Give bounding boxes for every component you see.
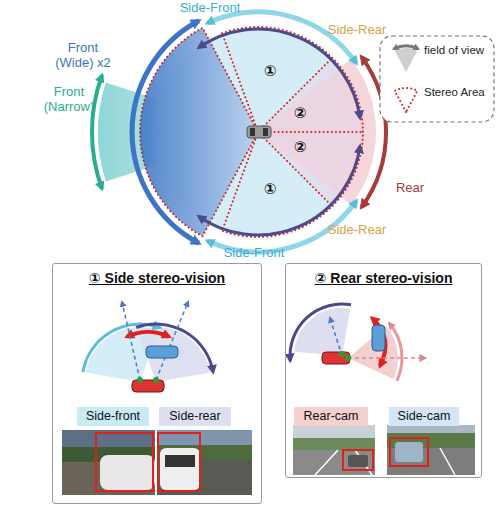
detection-box <box>390 438 428 466</box>
camera-dot <box>339 351 345 357</box>
camera-axis <box>348 357 425 359</box>
image-road <box>293 450 375 475</box>
camera-axis <box>156 302 188 380</box>
legend-label: field of view <box>424 44 484 56</box>
section-panel: ② Rear stereo-visionRear-cam Side-cam <box>285 263 482 478</box>
node-text: ② Rear stereo-vision <box>286 264 481 287</box>
fov-sample-arc <box>394 46 418 49</box>
node-text: Side-cam <box>389 407 459 426</box>
area-number: ② <box>291 106 309 121</box>
side-rear-fov-arc <box>199 29 360 118</box>
image-car <box>160 448 200 490</box>
camera-image <box>62 430 155 495</box>
camera-image <box>387 425 475 475</box>
rear-fov <box>348 326 398 379</box>
target-car <box>372 325 385 351</box>
detection-box <box>343 450 373 470</box>
ego-car <box>247 126 271 138</box>
side-stereo-outline <box>222 27 363 237</box>
detection-box <box>96 433 153 491</box>
side-front-fov-arc <box>207 12 356 63</box>
fov-label: Rear <box>390 180 430 195</box>
camera-tag: Side-cam <box>389 407 459 426</box>
section-panel: ① Side stereo-visionSide-front Side-rear <box>52 263 262 504</box>
detection-box <box>158 433 200 491</box>
car-window <box>250 128 255 136</box>
side-rear-fov-arc <box>199 146 360 235</box>
lane-line <box>315 450 372 475</box>
legend-label: Stereo Area <box>424 86 485 98</box>
legend-box <box>380 36 494 122</box>
area-number: ① <box>261 182 279 197</box>
camera-axis <box>330 318 342 356</box>
overlap-arc <box>127 332 169 337</box>
ego-car <box>322 352 350 364</box>
camera-axis <box>122 302 140 380</box>
rear-arc <box>389 323 402 381</box>
image-car <box>395 442 423 462</box>
fov-label: Side-Rear <box>322 22 392 37</box>
stereo-sample <box>395 88 418 112</box>
fov-label: Front (Wide) x2 <box>50 40 116 70</box>
image-car <box>348 455 368 467</box>
image-hills <box>293 438 375 450</box>
side-fov <box>294 308 350 356</box>
overlap-arc <box>372 318 385 366</box>
node-text: Side-rear <box>159 407 231 426</box>
lane-line <box>440 448 455 475</box>
node-text: Side-front <box>77 407 149 426</box>
area-number: ② <box>291 140 309 155</box>
fov-label: Side-Front <box>214 245 294 260</box>
narrow-fov-arc <box>92 75 102 189</box>
car-window <box>263 128 268 136</box>
target-car <box>146 346 178 358</box>
side-rear-fov <box>137 327 210 382</box>
node-text: Rear-cam <box>294 407 368 426</box>
camera-image <box>157 430 252 495</box>
camera-tag: Side-front <box>77 407 149 426</box>
fov-sample-cone <box>395 48 418 72</box>
stereo-divider <box>222 33 363 230</box>
area-number: ① <box>261 64 279 79</box>
camera-dot <box>153 377 159 383</box>
fov-label: Front (Narrow) <box>40 84 98 114</box>
camera-dot <box>345 355 351 361</box>
camera-tag: Side-rear <box>159 407 231 426</box>
side-arc <box>290 304 351 360</box>
camera-tag: Rear-cam <box>294 407 368 426</box>
fov-label: Side-Front <box>170 0 250 15</box>
fov-label: Side-Rear <box>322 222 392 237</box>
ego-car <box>132 380 164 392</box>
image-car <box>100 455 155 490</box>
node-text: ① Side stereo-vision <box>53 264 261 287</box>
image-car-window <box>165 455 195 467</box>
camera-dot <box>137 377 143 383</box>
camera-image <box>293 425 375 475</box>
wide-fov-arc <box>132 21 199 243</box>
